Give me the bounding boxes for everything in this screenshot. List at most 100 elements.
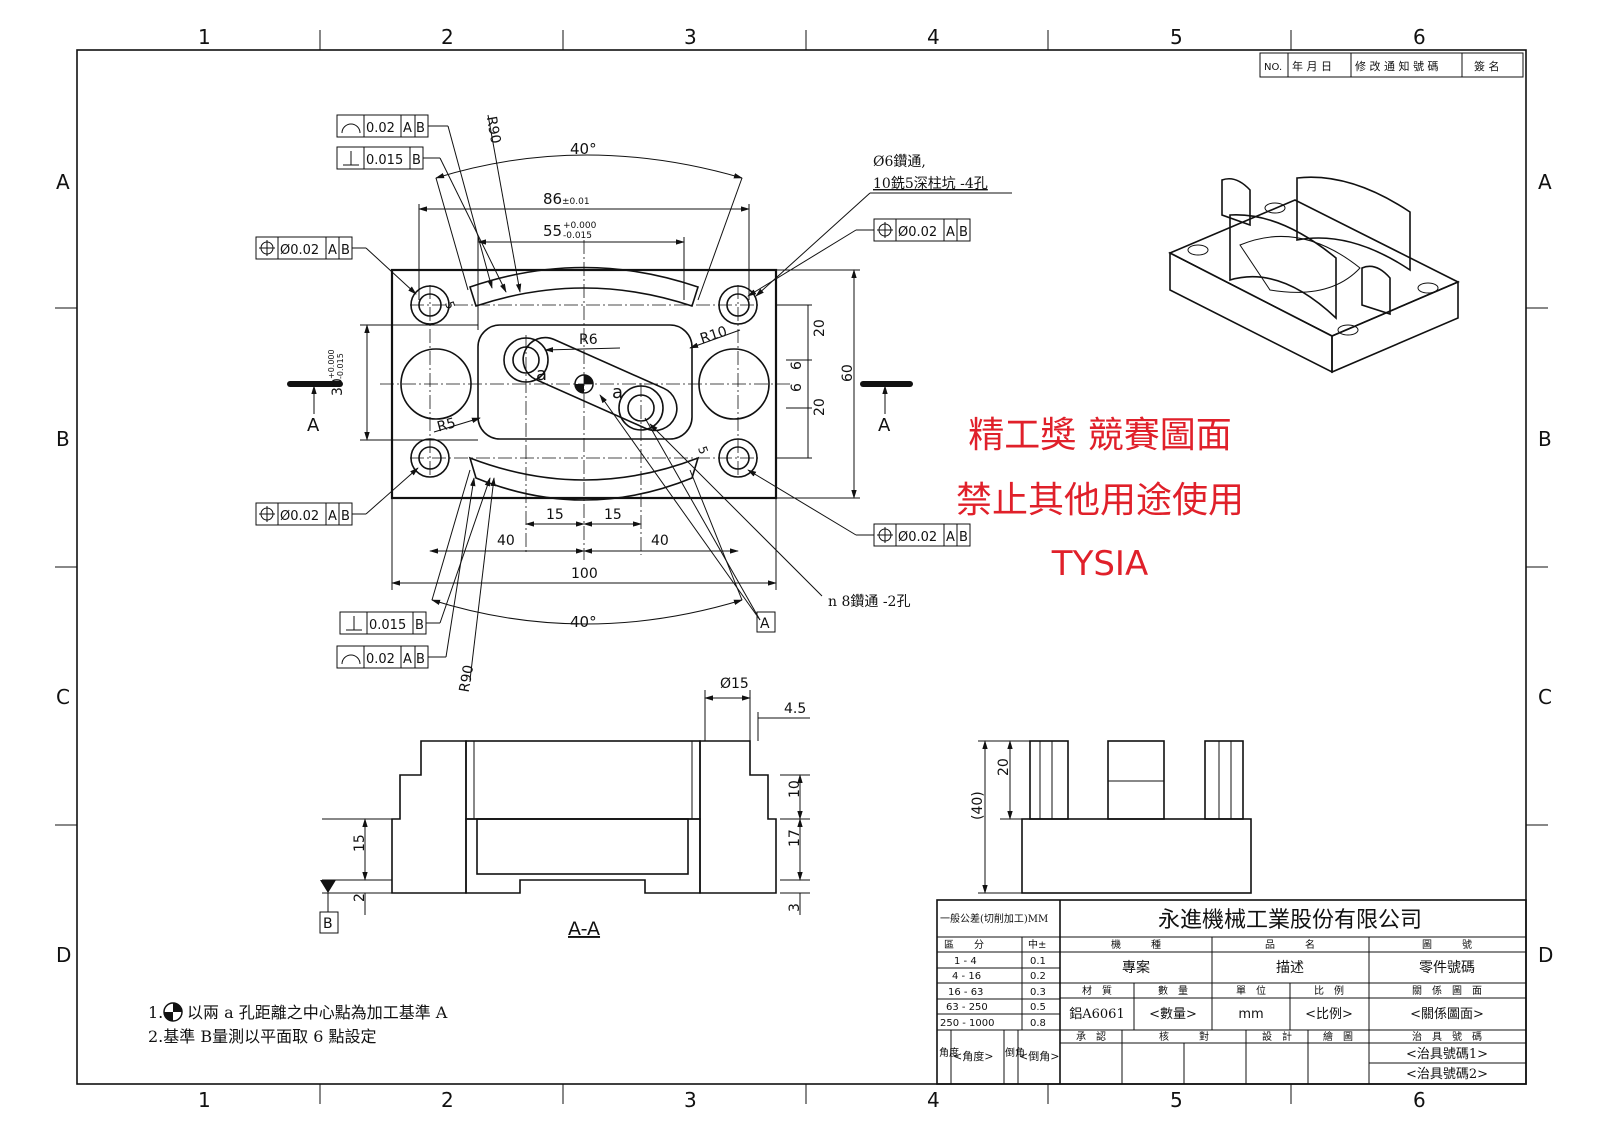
bottom-arc-slot bbox=[468, 456, 700, 501]
col-label: 6 bbox=[1413, 25, 1426, 49]
dim-15-right: 15 bbox=[604, 507, 622, 523]
dim-slot-5-left: 5 bbox=[442, 299, 458, 311]
tol-header: 中± bbox=[1028, 938, 1046, 951]
dim-55: 55 bbox=[543, 222, 562, 240]
fcf-value: 0.02 bbox=[366, 121, 395, 136]
col-check: 核 對 bbox=[1159, 1030, 1209, 1043]
dim-20-bottom: 20 bbox=[812, 398, 828, 416]
tol-range: 1 - 4 bbox=[954, 956, 977, 967]
fcf-datum: A bbox=[403, 121, 412, 136]
dim-86-tol: ±0.01 bbox=[562, 197, 590, 207]
dim-angle-bottom: 40° bbox=[570, 613, 597, 631]
row-label: C bbox=[1538, 685, 1552, 709]
side-view: 20 (40) bbox=[970, 740, 1252, 894]
dim-2-section: 2 bbox=[352, 893, 368, 902]
val-drawing-no: 零件號碼 bbox=[1419, 960, 1475, 976]
section-mark-left: A bbox=[307, 415, 320, 436]
bottom-hole-note: n 8鑽通 -2孔 bbox=[828, 594, 910, 610]
fcf-perp-top: 0.015 B bbox=[336, 146, 507, 293]
section-view: A-A Ø15 4.5 10 17 3 15 2 B bbox=[319, 676, 810, 940]
fcf-datum: B bbox=[341, 509, 350, 524]
watermark-line2: 禁止其他用途使用 bbox=[956, 480, 1244, 521]
col-label: 5 bbox=[1170, 25, 1183, 49]
fcf-profile-top: 0.02 A B bbox=[336, 114, 493, 289]
col-approve: 承 認 bbox=[1076, 1030, 1106, 1043]
revision-table: NO. 年 月 日 修 改 通 知 號 碼 簽 名 bbox=[1259, 52, 1524, 78]
isometric-view bbox=[1168, 176, 1460, 374]
row-label: B bbox=[1538, 427, 1552, 451]
dim-15-left: 15 bbox=[546, 507, 564, 523]
tol-value: 0.1 bbox=[1030, 956, 1046, 967]
tol-value: 0.8 bbox=[1030, 1018, 1046, 1029]
tol-range: 4 - 16 bbox=[952, 971, 981, 982]
fcf-datum: B bbox=[412, 153, 421, 168]
dim-6-bottom: 6 bbox=[789, 383, 805, 392]
profile-surface-icon bbox=[341, 123, 361, 134]
val-name: 描述 bbox=[1276, 960, 1304, 976]
dim-4-5: 4.5 bbox=[784, 701, 806, 717]
dim-3: 3 bbox=[787, 903, 803, 912]
dim-r5: R5 bbox=[435, 415, 457, 435]
top-arc-slot bbox=[469, 266, 699, 308]
fcf-position-right-top: Ø0.02 A B bbox=[747, 218, 971, 297]
fcf-position-left-top: Ø0.02 A B bbox=[255, 236, 417, 295]
note-line1: 以兩 a 孔距離之中心點為加工基準 A bbox=[187, 1003, 448, 1022]
col-label: 3 bbox=[684, 25, 697, 49]
col-label: 2 bbox=[441, 1088, 454, 1112]
col-label: 4 bbox=[927, 1088, 940, 1112]
angle-label: 角度 bbox=[939, 1046, 959, 1059]
row-label: D bbox=[1538, 943, 1553, 967]
row-label: D bbox=[56, 943, 71, 967]
datum-a-box bbox=[756, 611, 776, 633]
fcf-value: 0.015 bbox=[366, 153, 403, 168]
tol-range: 250 - 1000 bbox=[940, 1018, 995, 1029]
row-label: C bbox=[56, 685, 70, 709]
col-name: 品 名 bbox=[1265, 938, 1315, 951]
dim-40-side: (40) bbox=[970, 791, 986, 820]
dim-slot-5-right: 5 bbox=[695, 444, 711, 456]
hole-a-label-left: a bbox=[536, 364, 547, 385]
dim-17: 17 bbox=[787, 829, 803, 847]
col-label: 4 bbox=[927, 25, 940, 49]
dim-d15: Ø15 bbox=[720, 676, 749, 692]
note-line1-prefix: 1. bbox=[148, 1003, 163, 1022]
position-icon bbox=[877, 527, 893, 543]
val-qty: <數量> bbox=[1149, 1007, 1197, 1022]
col-related: 關 係 圖 面 bbox=[1412, 985, 1482, 997]
fcf-datum: B bbox=[341, 243, 350, 258]
fcf-datum: B bbox=[416, 121, 425, 136]
col-label: 5 bbox=[1170, 1088, 1183, 1112]
col-label: 6 bbox=[1413, 1088, 1426, 1112]
angle-value: <角度> bbox=[953, 1049, 993, 1063]
watermark-line1: 精工獎 競賽圖面 bbox=[968, 415, 1231, 456]
plan-view: A A 40° R90 86 ±0.01 55 +0.000 -0.015 30… bbox=[287, 114, 1012, 694]
tol-range: 16 - 63 bbox=[948, 987, 983, 998]
fcf-datum: A bbox=[328, 509, 337, 524]
val-fixture2: <治具號碼2> bbox=[1406, 1067, 1488, 1082]
dim-r90-bottom: R90 bbox=[457, 664, 478, 694]
fcf-value: Ø0.02 bbox=[280, 509, 319, 524]
datum-a-label: A bbox=[760, 616, 770, 632]
dim-30: 30 bbox=[330, 378, 346, 396]
position-icon bbox=[259, 240, 275, 256]
datum-target-icon bbox=[163, 1002, 183, 1022]
col-label: 1 bbox=[198, 25, 211, 49]
feature-control-frames: 0.02 A B 0.015 B Ø0.02 A B bbox=[255, 114, 971, 669]
dim-100: 100 bbox=[571, 566, 598, 582]
dim-55-tol-lower: -0.015 bbox=[563, 231, 592, 241]
dim-40-left: 40 bbox=[497, 533, 515, 549]
col-qty: 數 量 bbox=[1158, 984, 1188, 997]
revision-header: 年 月 日 bbox=[1292, 59, 1332, 73]
fcf-profile-bottom: 0.02 A B bbox=[336, 477, 476, 669]
fcf-datum: A bbox=[403, 652, 412, 667]
perpendicularity-icon bbox=[343, 151, 359, 166]
fcf-value: 0.02 bbox=[366, 652, 395, 667]
row-label: B bbox=[56, 427, 70, 451]
sheet-frame: 1 2 3 4 5 6 1 2 3 4 5 6 A B C D A B C D bbox=[55, 25, 1553, 1112]
col-fixture: 治 具 號 碼 bbox=[1412, 1030, 1482, 1043]
dim-40-right: 40 bbox=[651, 533, 669, 549]
revision-header: NO. bbox=[1264, 62, 1282, 73]
dim-30-tol-upper: +0.000 bbox=[327, 349, 336, 379]
fcf-position-left-bottom: Ø0.02 A B bbox=[255, 467, 419, 526]
fcf-perp-bottom: 0.015 B bbox=[339, 477, 491, 635]
